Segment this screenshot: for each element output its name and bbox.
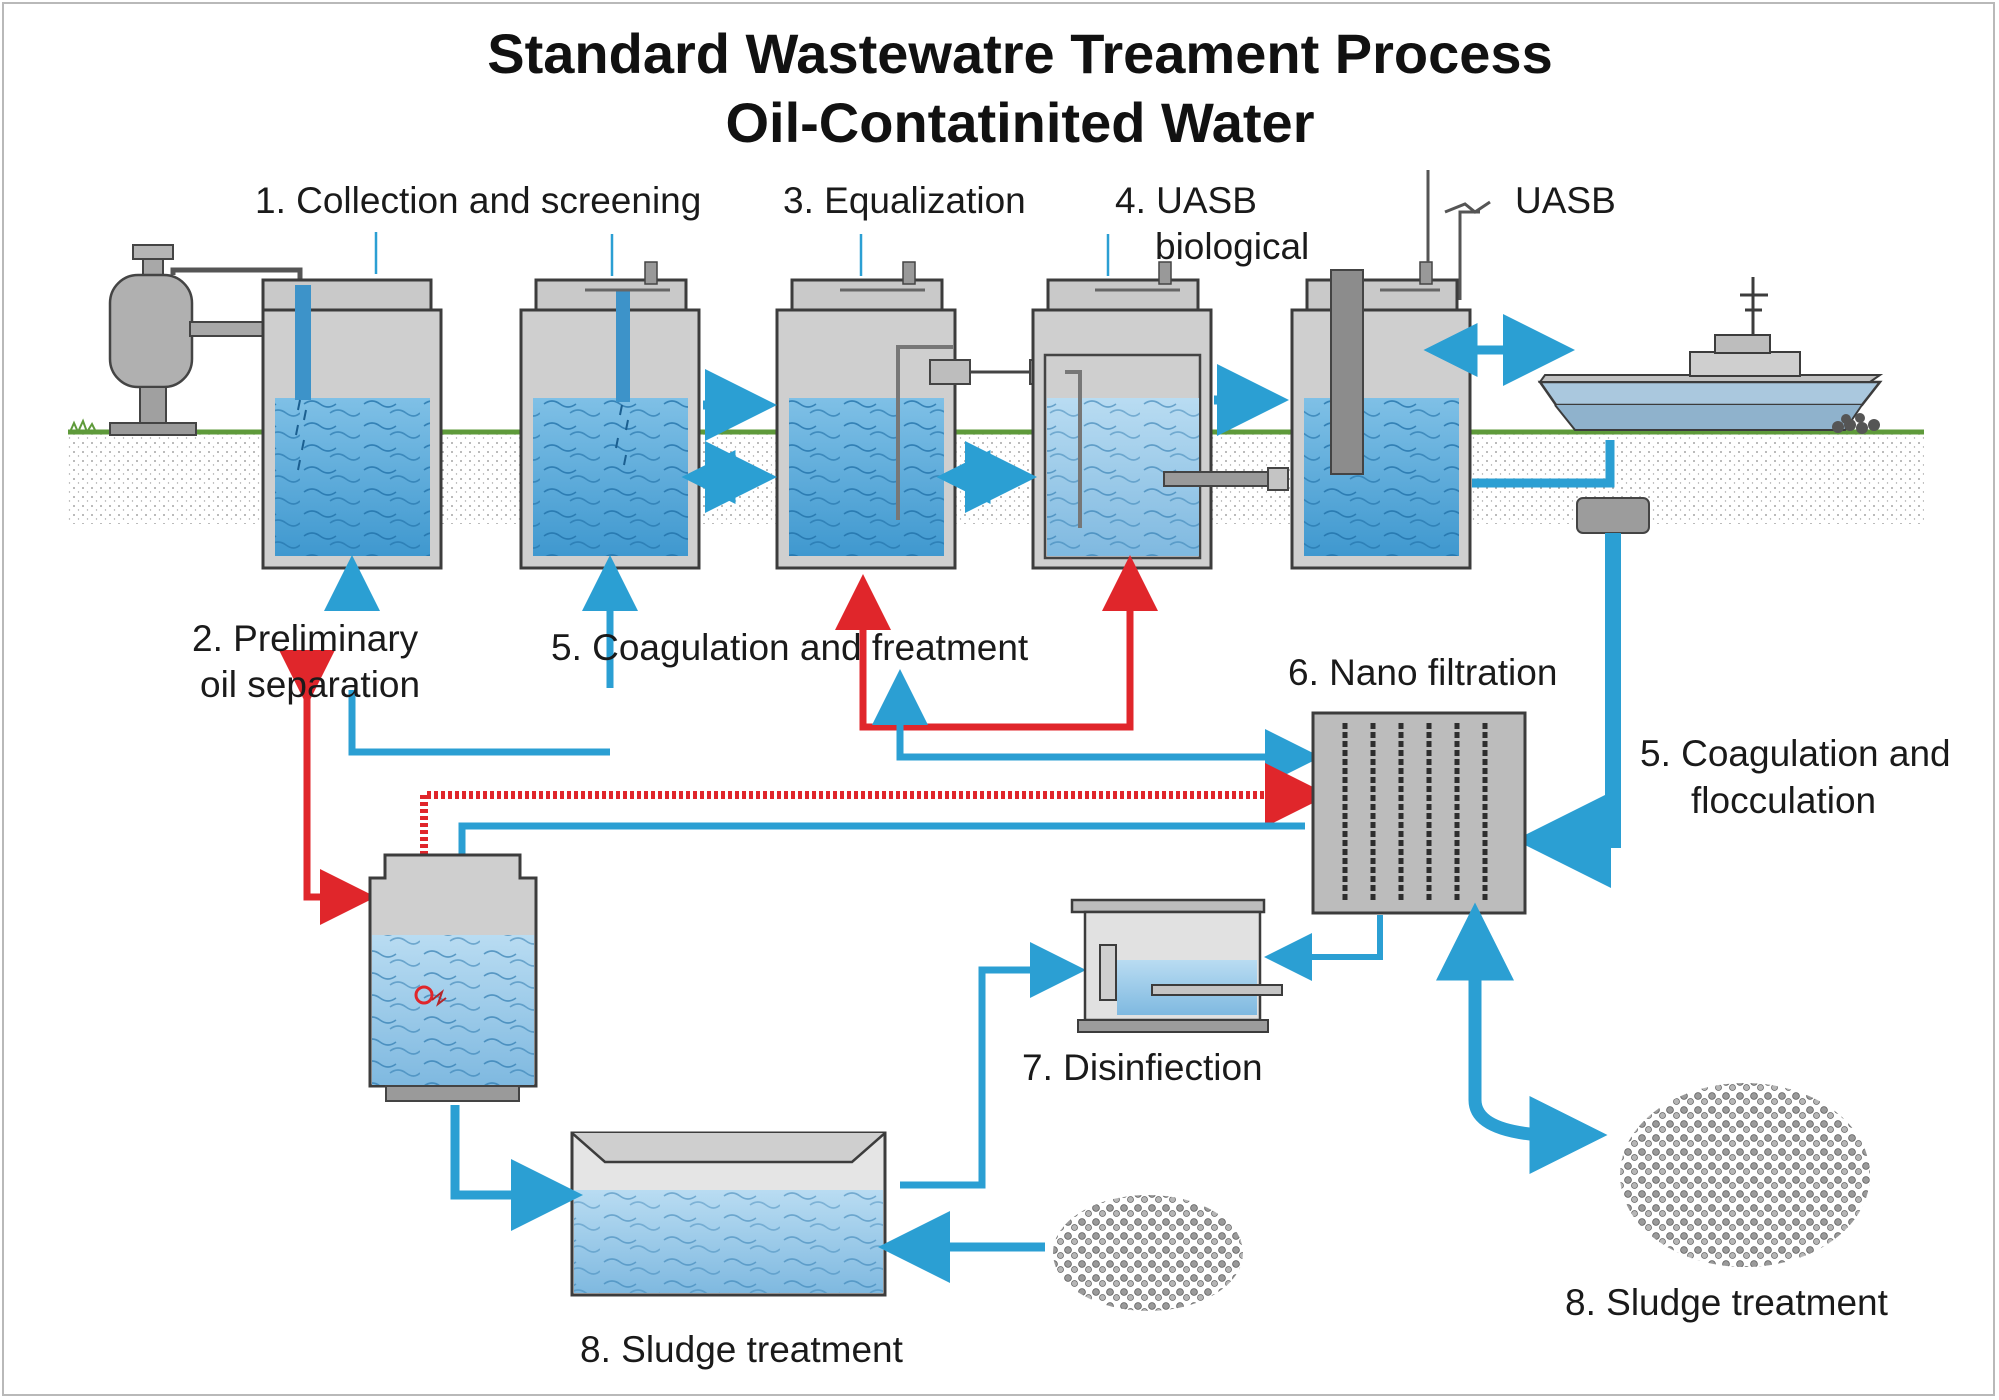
label-preliminary-line2: oil separation <box>200 664 420 705</box>
tank-oil-separation <box>368 853 538 1102</box>
tank-uasb <box>1031 261 1289 570</box>
label-coag-floc-line2: flocculation <box>1691 780 1876 821</box>
label-coagulation-treatment: 5. Coagulation and freatment <box>551 627 1029 668</box>
sludge-pile-icon <box>1053 1083 1870 1311</box>
tank-equalization <box>775 261 957 570</box>
tank-uasb-reactor <box>1290 170 1491 570</box>
pump-icon <box>108 244 303 436</box>
label-sludge-bottom: 8. Sludge treatment <box>580 1329 904 1370</box>
label-equalization: 3. Equalization <box>783 180 1026 221</box>
label-uasb-line2: biological <box>1155 226 1309 267</box>
flow-arrows-bottom <box>450 942 1086 1283</box>
label-uasb-line1: 4. UASB <box>1115 180 1257 221</box>
flow-arrow-sludge <box>1436 902 1608 1174</box>
filter-icon <box>1311 711 1527 915</box>
tank-collection <box>261 278 443 570</box>
label-coag-floc-line1: 5. Coagulation and <box>1640 733 1951 774</box>
label-collection: 1. Collection and screening <box>255 180 701 221</box>
diagram-title-line2: Oil-Contatinited Water <box>725 91 1314 154</box>
label-uasb-right: UASB <box>1515 180 1616 221</box>
diagram-title-line1: Standard Wastewatre Treament Process <box>487 22 1552 85</box>
tank-screening <box>519 261 701 570</box>
label-sludge-right: 8. Sludge treatment <box>1565 1282 1889 1323</box>
sludge-basin <box>570 1131 887 1297</box>
flow-arrows-top <box>681 314 1615 513</box>
label-ticks <box>374 232 1110 276</box>
label-disinfection: 7. Disinfiection <box>1022 1047 1263 1088</box>
label-preliminary-line1: 2. Preliminary <box>192 618 419 659</box>
pipe-to-filter <box>1515 497 1650 888</box>
label-nano-filtration: 6. Nano filtration <box>1288 652 1557 693</box>
disinfection-unit <box>1070 898 1383 1033</box>
boat-icon <box>1537 277 1884 434</box>
